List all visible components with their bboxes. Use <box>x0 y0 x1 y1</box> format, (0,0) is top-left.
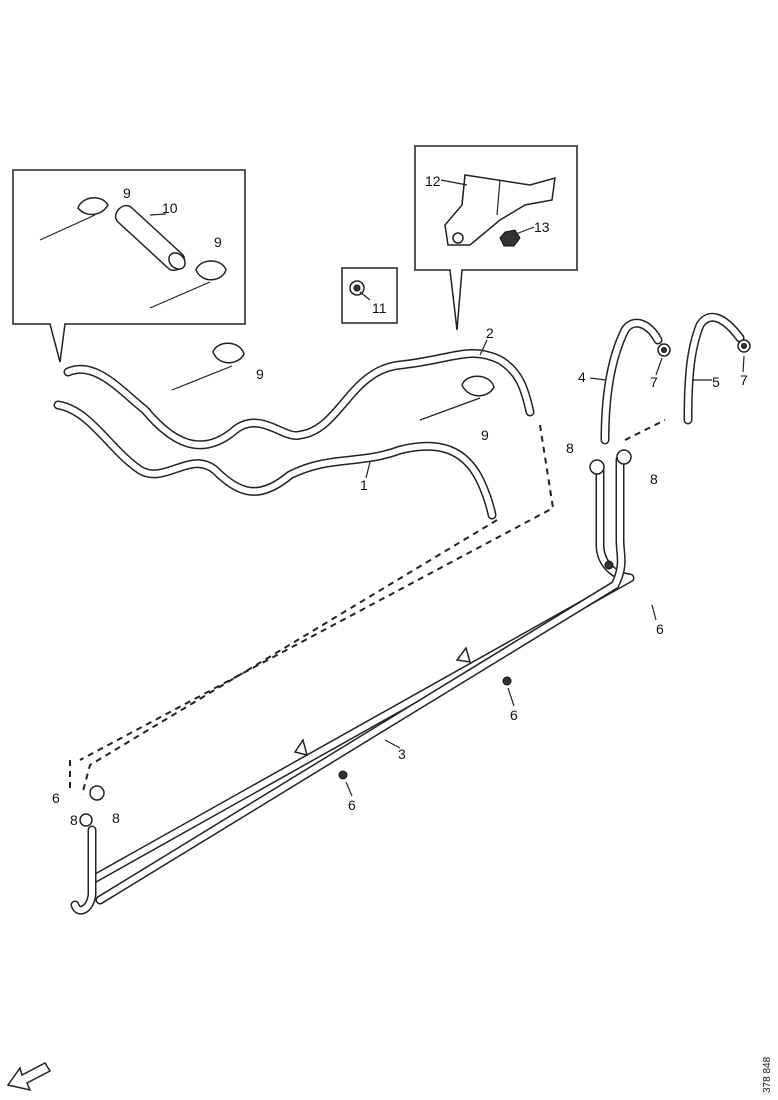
direction-arrow-icon <box>6 1062 52 1092</box>
clamp-part-9-on-hose-1 <box>419 375 495 421</box>
callout-9-hose-1: 9 <box>481 427 489 443</box>
callout-6-upper: 6 <box>656 621 664 637</box>
callout-4: 4 <box>578 369 586 385</box>
fitting-part-6-lower-left <box>79 813 93 827</box>
hose-part-2 <box>63 349 535 450</box>
clamp-part-9-on-hose-2 <box>171 342 245 391</box>
callout-11: 11 <box>372 300 387 316</box>
callout-8-upper-right: 8 <box>650 471 658 487</box>
callout-7-left: 7 <box>650 374 658 390</box>
clamp-part-9-top <box>39 197 109 241</box>
callout-6-left: 6 <box>52 790 60 806</box>
callout-8-lower-left: 8 <box>70 812 78 828</box>
assembly-dashed-lines <box>69 419 666 796</box>
callout-9-inset-top: 9 <box>123 185 131 201</box>
callout-6-lower: 6 <box>348 797 356 813</box>
callout-6-mid: 6 <box>510 707 518 723</box>
hose-part-1 <box>53 400 497 520</box>
fitting-part-6-mid <box>502 676 512 686</box>
nut-part-13 <box>499 229 521 247</box>
fitting-part-8-upper-left <box>589 459 605 475</box>
callout-8-upper-left: 8 <box>566 440 574 456</box>
callout-12: 12 <box>425 173 441 189</box>
callout-2: 2 <box>486 325 494 341</box>
sleeve-part-10 <box>114 204 186 272</box>
callout-1: 1 <box>360 477 368 493</box>
callout-13: 13 <box>534 219 550 235</box>
callout-8-lower: 8 <box>112 810 120 826</box>
callout-7-right: 7 <box>740 372 748 388</box>
callout-labels: 1 2 3 4 5 6 6 6 6 7 7 8 8 8 8 9 9 9 9 10… <box>52 173 748 828</box>
bracket-part-12 <box>444 174 556 246</box>
reference-code: 378 848 <box>762 1056 773 1093</box>
fitting-part-6-lower <box>338 770 348 780</box>
inset-part-11 <box>341 267 398 324</box>
hose-part-5 <box>683 312 745 425</box>
fitting-part-8-lower <box>89 785 105 801</box>
fitting-part-7-left <box>657 343 671 357</box>
callout-10: 10 <box>162 200 178 216</box>
callout-3: 3 <box>398 746 406 762</box>
pipe-part-3 <box>70 455 635 915</box>
callout-9-hose-2: 9 <box>256 366 264 382</box>
clamp-part-9-bottom <box>149 260 227 309</box>
fitting-part-7-right <box>737 339 751 353</box>
fitting-part-8-upper-right <box>616 449 632 465</box>
callout-9-inset-bottom: 9 <box>214 234 222 250</box>
fitting-part-6-upper <box>604 560 614 570</box>
leader-lines <box>149 179 745 797</box>
callout-5: 5 <box>712 374 720 390</box>
hose-part-4 <box>600 318 663 445</box>
inset-clamps-sleeve <box>12 169 246 363</box>
inset-bracket <box>414 145 578 331</box>
